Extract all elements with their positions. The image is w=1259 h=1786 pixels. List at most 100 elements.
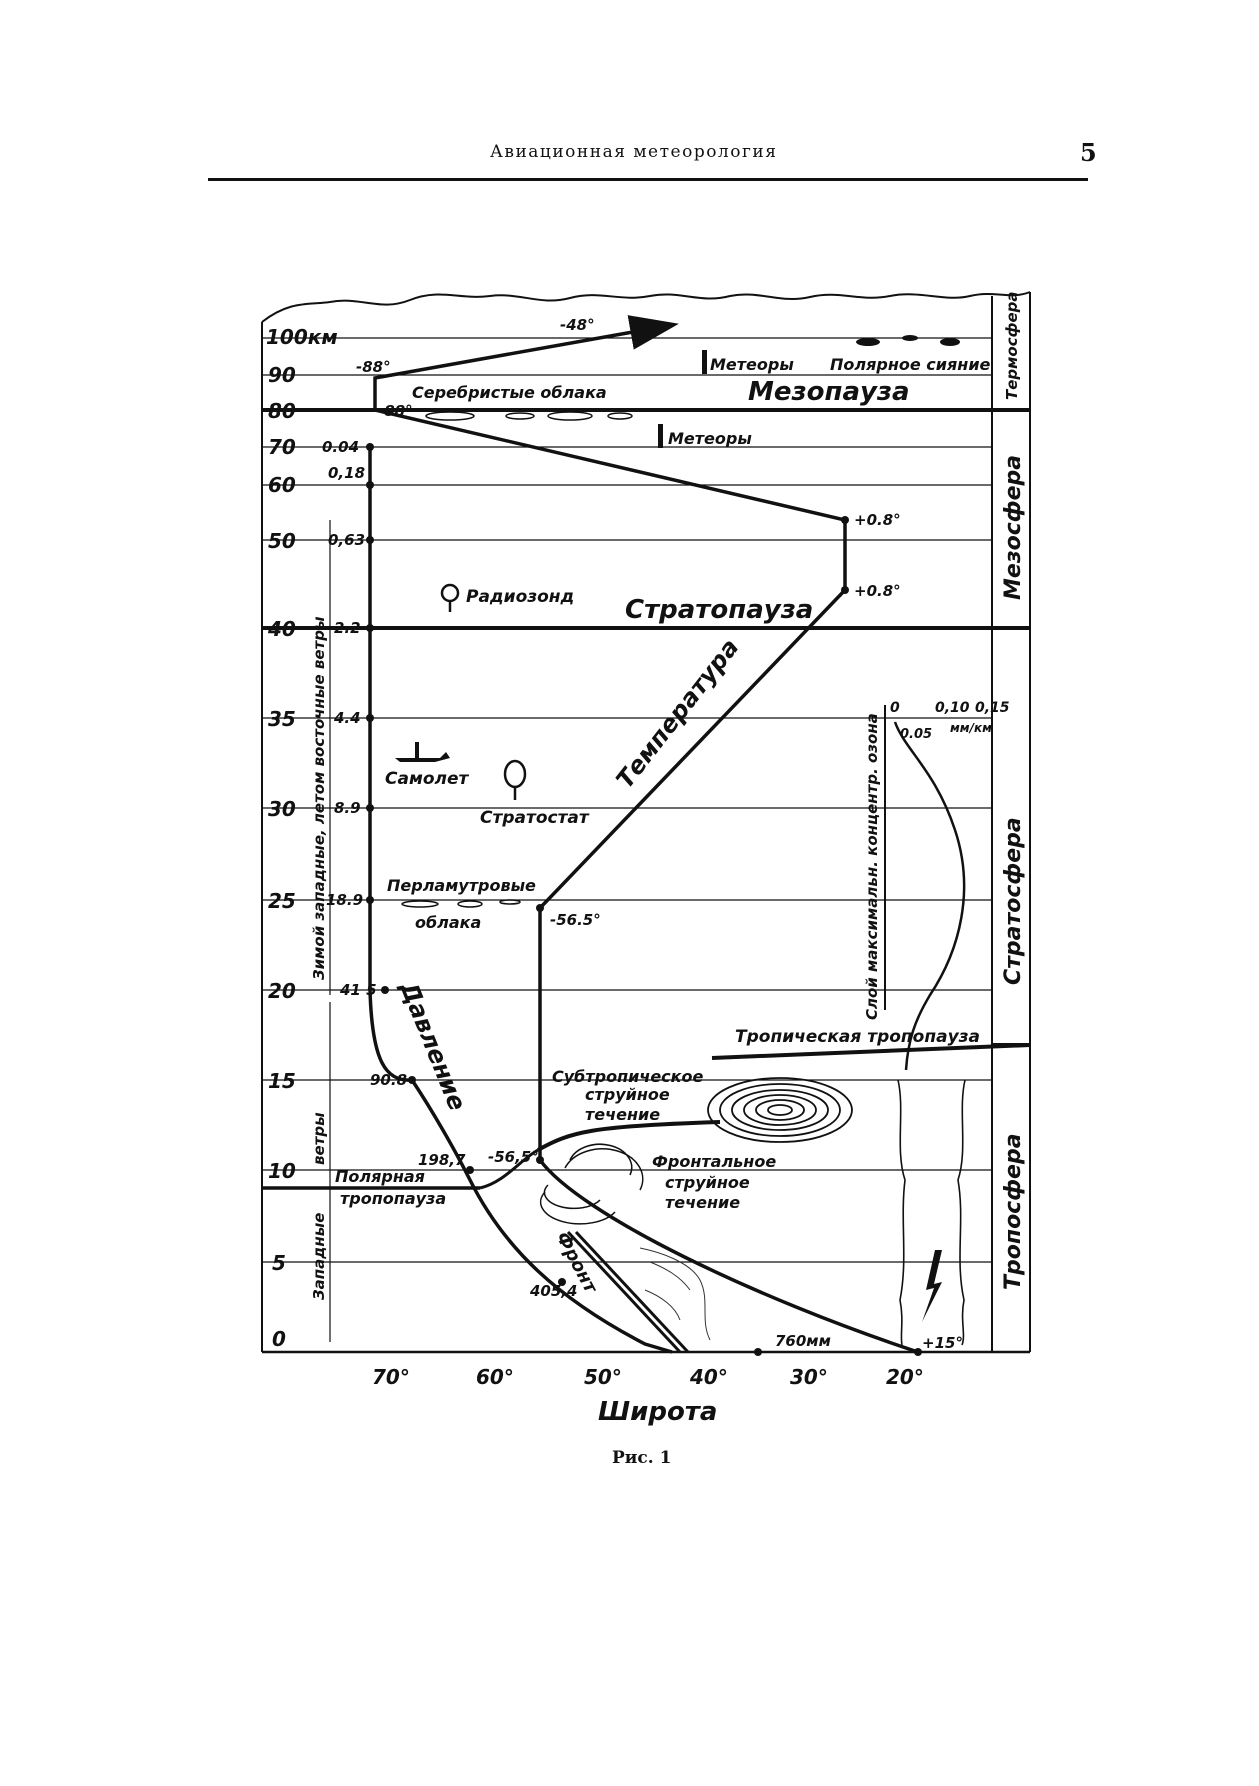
wavy-top-edge <box>261 291 1031 323</box>
tick-x-30: 30° <box>790 1365 828 1389</box>
winds-low-label: Западные <box>310 1213 328 1300</box>
lightning-icon <box>922 1250 942 1322</box>
tick-y-60: 60 <box>268 473 296 497</box>
tick-x-50: 50° <box>584 1365 622 1389</box>
tick-x-40: 40° <box>689 1365 728 1389</box>
nacreous-clouds-label-2: облака <box>415 913 481 932</box>
meteors-icon <box>702 350 707 374</box>
tick-x-20: 20° <box>886 1365 924 1389</box>
temperature-value-55km: +0.8° <box>854 511 901 529</box>
ozone-scale-005: 0.05 <box>900 727 932 742</box>
subtropical-jet-label-1: Субтропическое <box>552 1067 704 1086</box>
pressure-value-0km: 760мм <box>775 1332 831 1350</box>
tick-y-5: 5 <box>272 1251 286 1275</box>
meteors-mid-label: Метеоры <box>668 429 752 448</box>
pressure-value-30km: 8.9 <box>334 799 361 817</box>
tick-x-70: 70° <box>372 1365 410 1389</box>
pressure-value-5km: 405,4 <box>529 1282 577 1300</box>
tropical-tropopause-line <box>711 1043 1031 1060</box>
temperature-points <box>536 516 922 1356</box>
pressure-values: 0.04 0,18 0,63 2.2 4.4 8.9 18.9 41 5 90.… <box>322 438 831 1350</box>
stratopause-label: Стратопауза <box>625 595 813 625</box>
tick-x-60: 60° <box>476 1365 514 1389</box>
pressure-value-70km: 0.04 <box>322 438 359 456</box>
stratostat-label: Стратостат <box>480 808 590 828</box>
temperature-value-top: -48° <box>560 316 595 334</box>
figure-caption: Рис. 1 <box>612 1448 672 1468</box>
nacreous-clouds-icon <box>401 899 521 908</box>
subtropical-jet-label-3: течение <box>585 1105 660 1124</box>
tick-y-50: 50 <box>268 529 296 553</box>
altitude-gridlines <box>262 337 992 1263</box>
layer-thermosphere: Термосфера <box>1003 291 1021 400</box>
radiosonde-label: Радиозонд <box>466 587 574 607</box>
subtropical-jet-label-2: струйное <box>585 1085 670 1104</box>
tick-y-35: 35 <box>268 707 296 731</box>
page-number: 5 <box>1080 138 1097 167</box>
pressure-value-35km: 4.4 <box>333 709 361 727</box>
ozone-scale-0: 0 <box>890 700 900 716</box>
frontal-jet-label-2: струйное <box>665 1173 750 1192</box>
pressure-value-60km: 0,18 <box>328 464 365 482</box>
tick-y-90: 90 <box>268 363 296 387</box>
noctilucent-clouds-label: Серебристые облака <box>412 383 607 402</box>
front-line <box>566 1230 690 1354</box>
tick-y-10: 10 <box>268 1159 296 1183</box>
tick-y-80: 80 <box>268 399 296 423</box>
nacreous-clouds-label-1: Перламутровые <box>387 876 536 895</box>
aurora-label: Полярное сияние <box>830 355 991 374</box>
tick-y-20: 20 <box>268 979 296 1003</box>
temperature-value-11km: -56,5° <box>488 1148 539 1166</box>
pressure-value-50km: 0,63 <box>328 531 365 549</box>
pressure-value-40km: 2.2 <box>334 619 361 637</box>
latitude-ticks: 70° 60° 50° 40° 30° 20° <box>372 1365 924 1389</box>
temperature-value-45km: +0.8° <box>854 582 901 600</box>
tick-y-30: 30 <box>268 797 296 821</box>
layer-troposphere: Тропосфера <box>1001 1133 1026 1290</box>
frontal-tropopause-step <box>537 1120 721 1152</box>
tick-y-70: 70 <box>268 435 296 459</box>
pressure-label: Давление <box>394 977 471 1115</box>
pressure-value-20km: 41 5 <box>339 981 377 999</box>
mesopause-label: Мезопауза <box>748 377 910 407</box>
temperature-values: -48° -88° -88° +0.8° +0.8° -56.5° -56,5°… <box>356 316 963 1352</box>
polar-tropopause-curve <box>479 1148 539 1190</box>
subtropical-jet-isotachs <box>707 1077 853 1143</box>
ozone-title: Слой максимальн. концентр. озона <box>863 713 881 1020</box>
radiosonde-icon <box>440 583 460 612</box>
tick-y-0: 0 <box>272 1327 286 1351</box>
running-title: Авиационная метеорология <box>490 142 778 162</box>
pressure-curve <box>368 447 673 1354</box>
pressure-value-15km: 90.8 <box>370 1071 407 1089</box>
frontal-jet-isotachs <box>539 1143 644 1225</box>
polar-tropopause-label-2: тропопауза <box>340 1189 446 1208</box>
layer-stratosphere: Стратосфера <box>1001 817 1026 985</box>
pressure-points <box>366 443 762 1356</box>
tick-y-100: 100км <box>266 325 338 349</box>
ozone-curve <box>893 721 966 1071</box>
temperature-value-90km: -88° <box>356 358 391 376</box>
meteors-upper-label: Метеоры <box>710 355 794 374</box>
layer-mesosphere: Мезосфера <box>1001 455 1026 600</box>
pressure-value-10km: 198,7 <box>418 1151 466 1169</box>
cumulonimbus-cloud <box>897 1079 966 1346</box>
temperature-curve <box>373 315 679 410</box>
frontal-jet-label-3: течение <box>665 1193 740 1212</box>
ozone-scale-010: 0,10 <box>935 700 970 716</box>
tick-y-40: 40 <box>267 617 296 641</box>
ozone-scale-015: 0,15 <box>975 700 1010 716</box>
header-rule <box>208 178 1088 181</box>
tropical-tropopause-label: Тропическая тропопауза <box>735 1027 980 1047</box>
polar-tropopause-label-1: Полярная <box>335 1167 425 1186</box>
winds-upper-label: Зимой западные, летом восточные ветры <box>310 616 328 980</box>
stratostat-icon <box>503 759 527 800</box>
temperature-value-25km: -56.5° <box>550 911 601 929</box>
ozone-unit: мм/км <box>950 721 992 735</box>
frontal-clouds <box>639 1247 711 1341</box>
x-axis-label: Широта <box>598 1397 717 1427</box>
altitude-ticks: 100км 90 80 70 60 50 40 35 30 25 20 15 1… <box>266 325 338 1351</box>
temperature-value-0km: +15° <box>922 1334 963 1352</box>
pressure-value-25km: 18.9 <box>326 891 363 909</box>
temperature-value-80km: -88° <box>378 402 413 420</box>
